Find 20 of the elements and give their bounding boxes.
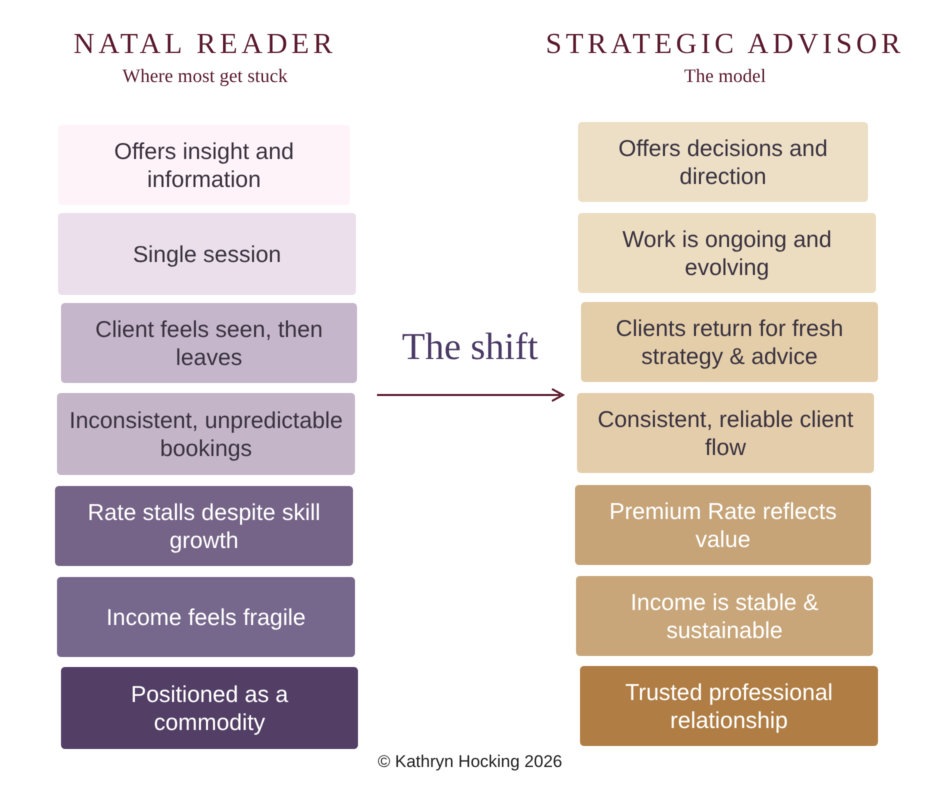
- shift-label: The shift: [400, 325, 540, 369]
- column-subheading: Where most get stuck: [121, 66, 289, 88]
- text-box: Clients return for fresh strategy & advice: [581, 302, 878, 382]
- column-subheading: The model: [683, 66, 767, 88]
- text-box: Offers decisions and direction: [578, 122, 868, 202]
- text-box: Consistent, reliable client flow: [577, 393, 874, 473]
- text-box: Single session: [58, 213, 356, 295]
- column-heading: NATAL READER: [72, 28, 338, 61]
- text-box: Inconsistent, unpredictable bookings: [57, 393, 355, 475]
- text-box: Income is stable & sustainable: [576, 576, 873, 656]
- text-box: Premium Rate reflects value: [575, 485, 871, 565]
- copyright-note: © Kathryn Hocking 2026: [376, 752, 564, 772]
- text-box: Client feels seen, then leaves: [61, 303, 357, 383]
- text-box: Trusted professional relationship: [580, 666, 878, 746]
- column-heading: STRATEGIC ADVISOR: [544, 28, 906, 61]
- text-box: Income feels fragile: [57, 577, 355, 657]
- text-box: Rate stalls despite skill growth: [55, 486, 353, 566]
- text-box: Work is ongoing and evolving: [578, 213, 876, 293]
- text-box: Offers insight and information: [58, 125, 350, 205]
- text-box: Positioned as a commodity: [61, 667, 358, 749]
